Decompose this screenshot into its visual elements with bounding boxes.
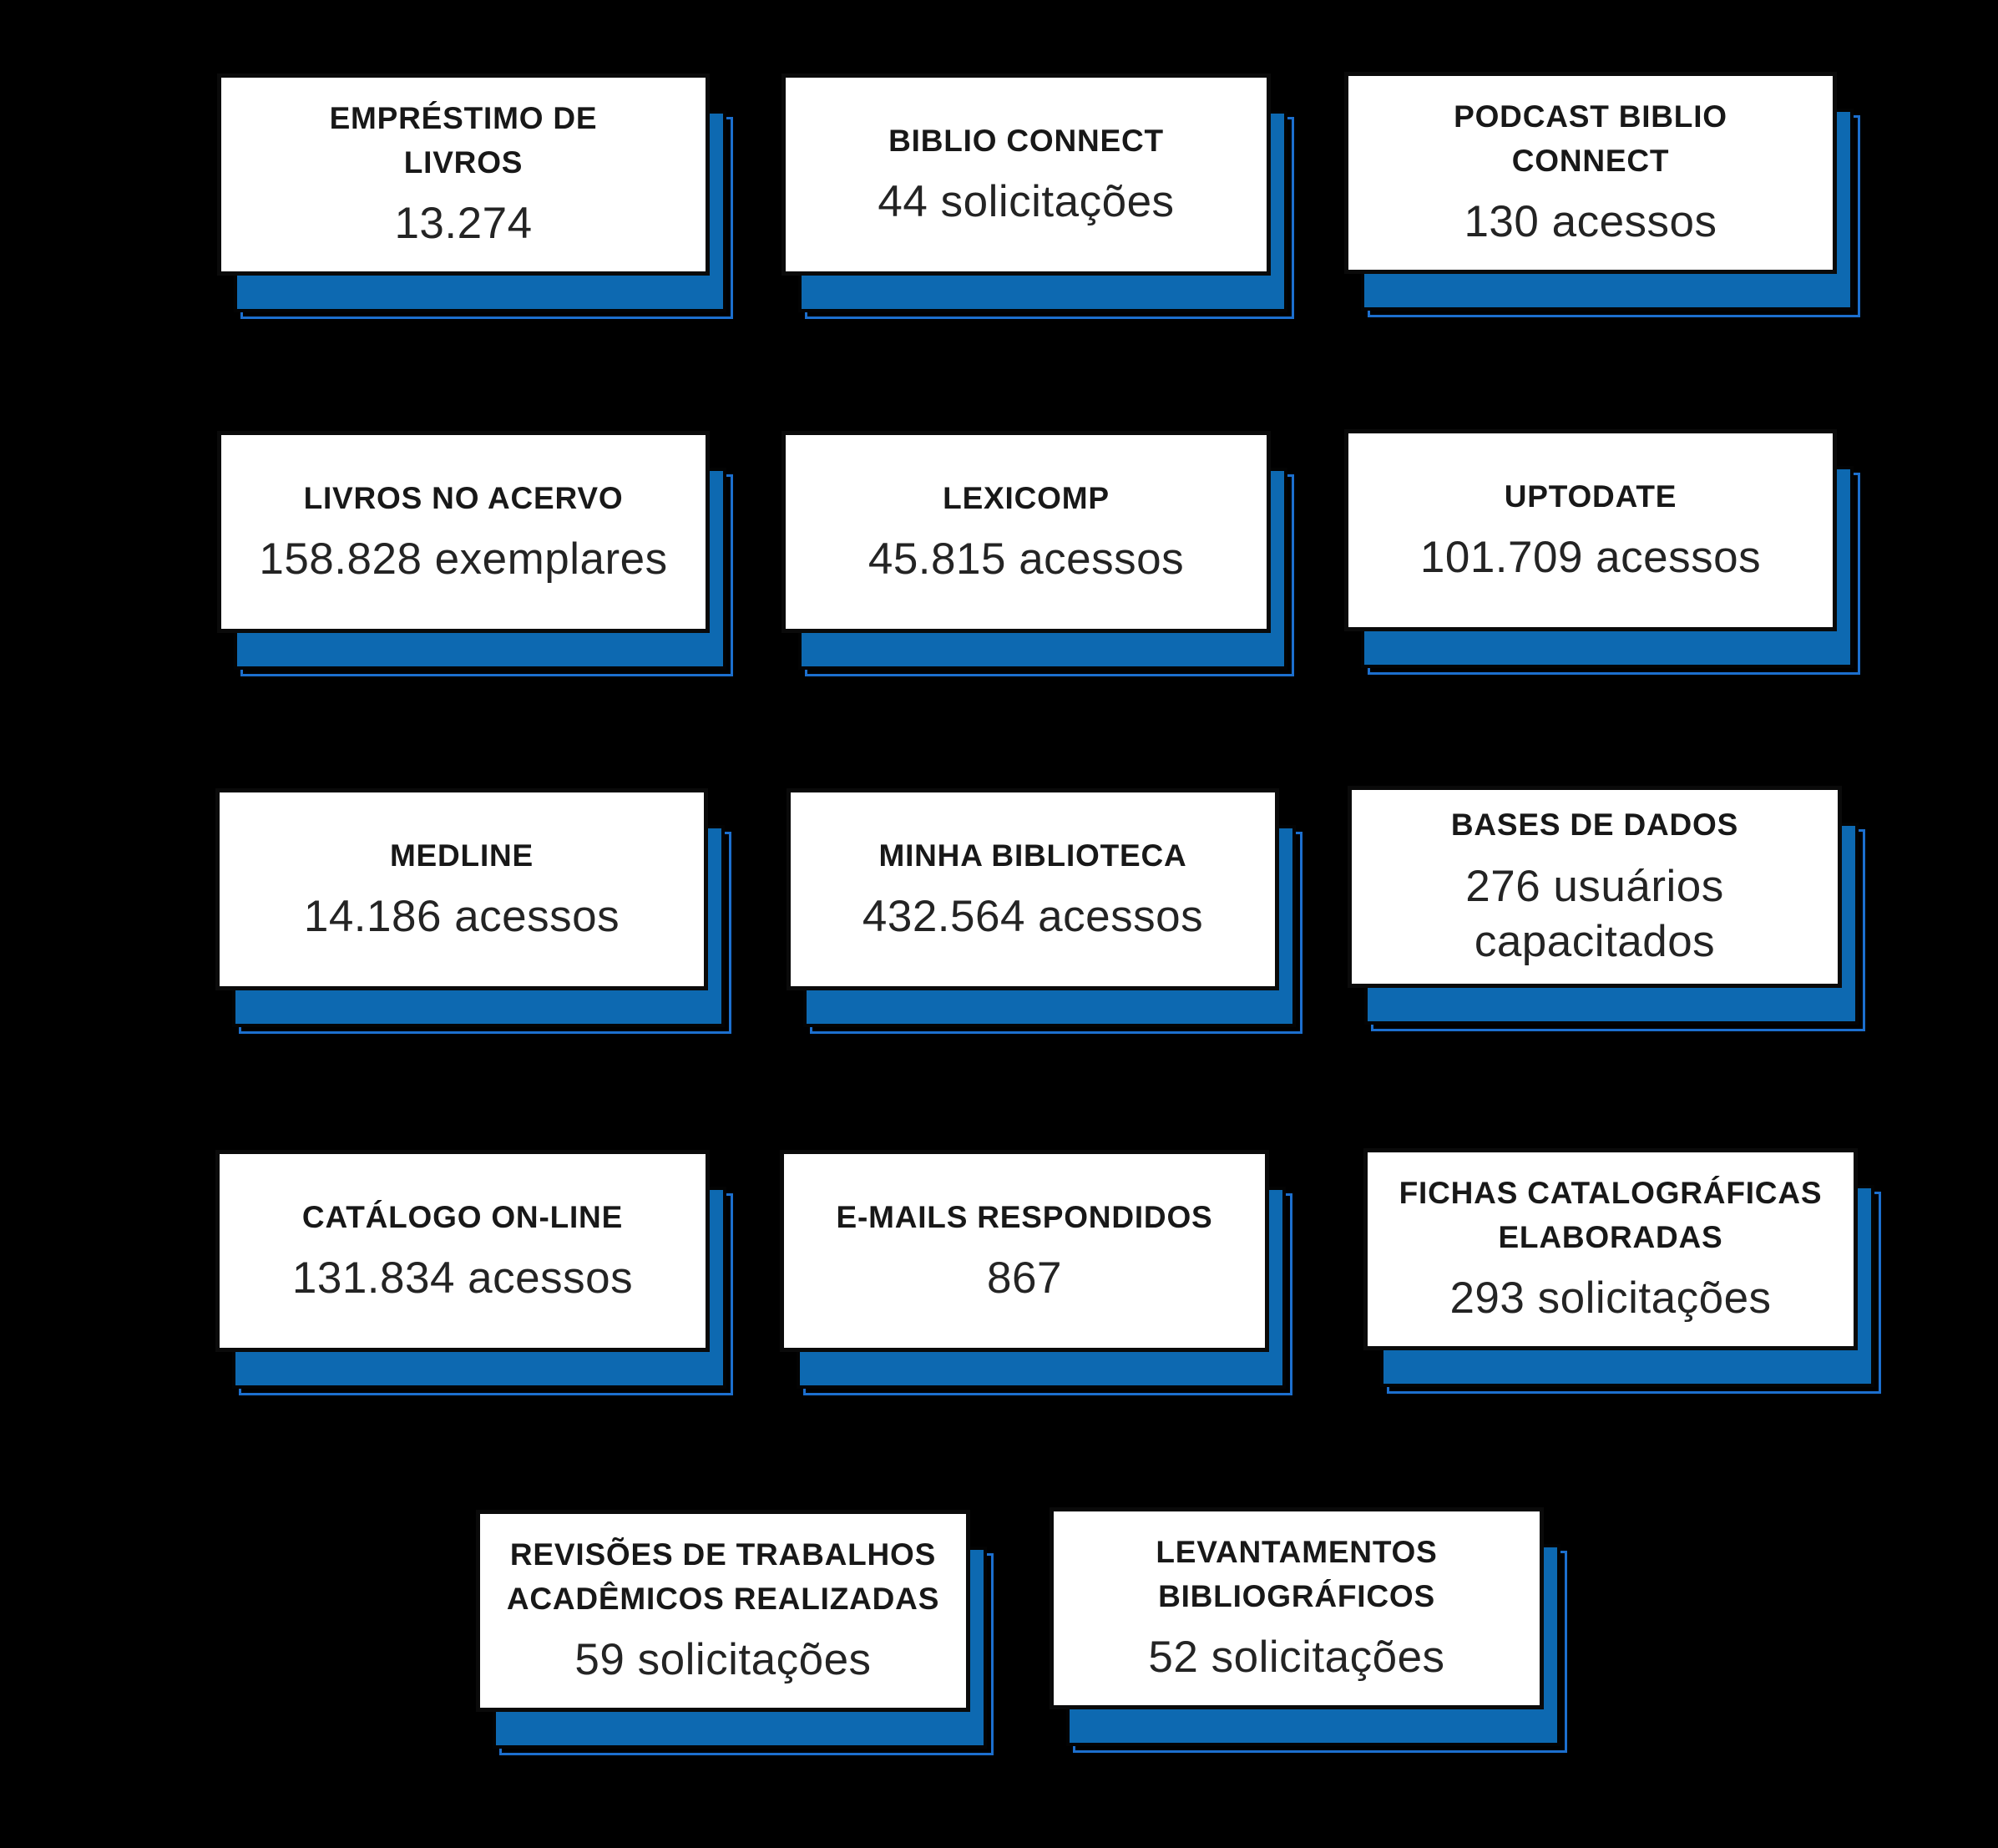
card-catalogo-on-line: CATÁLOGO ON-LINE 131.834 acessos <box>215 1150 733 1395</box>
card-face: CATÁLOGO ON-LINE 131.834 acessos <box>215 1150 710 1352</box>
card-value: 158.828 exemplares <box>259 534 668 585</box>
card-face: EMPRÉSTIMO DE LIVROS 13.274 <box>217 73 710 276</box>
card-title: UPTODATE <box>1504 478 1677 514</box>
card-value: 276 usuários capacitados <box>1465 862 1724 967</box>
card-title: EMPRÉSTIMO DE LIVROS <box>329 101 598 180</box>
card-livros-no-acervo: LIVROS NO ACERVO 158.828 exemplares <box>217 431 733 676</box>
card-value: 101.709 acessos <box>1419 533 1762 583</box>
card-title: LEXICOMP <box>943 480 1110 515</box>
card-title: CATÁLOGO ON-LINE <box>301 1199 624 1234</box>
card-face: LEVANTAMENTOS BIBLIOGRÁFICOS 52 solicita… <box>1050 1507 1544 1709</box>
card-value: 867 <box>987 1253 1062 1304</box>
card-value: 14.186 acessos <box>303 892 620 942</box>
card-title: BASES DE DADOS <box>1450 808 1739 843</box>
card-value: 59 solicitações <box>574 1635 872 1685</box>
card-title: FICHAS CATALOGRÁFICAS ELABORADAS <box>1399 1176 1823 1254</box>
card-bases-de-dados: BASES DE DADOS 276 usuários capacitados <box>1348 786 1865 1031</box>
card-lexicomp: LEXICOMP 45.815 acessos <box>781 431 1294 676</box>
card-podcast-biblio-connect: PODCAST BIBLIO CONNECT 130 acessos <box>1344 72 1860 317</box>
card-value: 45.815 acessos <box>867 534 1185 585</box>
card-minha-biblioteca: MINHA BIBLIOTECA 432.564 acessos <box>787 788 1302 1034</box>
card-value: 131.834 acessos <box>291 1253 634 1304</box>
card-title: REVISÕES DE TRABALHOS ACADÊMICOS REALIZA… <box>506 1537 940 1616</box>
card-face: UPTODATE 101.709 acessos <box>1344 429 1837 631</box>
card-fichas-catalograficas: FICHAS CATALOGRÁFICAS ELABORADAS 293 sol… <box>1363 1148 1881 1394</box>
card-emprestimo-de-livros: EMPRÉSTIMO DE LIVROS 13.274 <box>217 73 733 319</box>
card-title: PODCAST BIBLIO CONNECT <box>1454 99 1727 178</box>
card-title: BIBLIO CONNECT <box>888 123 1164 158</box>
card-title: LEVANTAMENTOS BIBLIOGRÁFICOS <box>1156 1535 1438 1613</box>
card-value: 13.274 <box>394 199 533 249</box>
card-title: MINHA BIBLIOTECA <box>878 838 1187 873</box>
card-face: E-MAILS RESPONDIDOS 867 <box>780 1150 1269 1352</box>
card-face: BIBLIO CONNECT 44 solicitações <box>781 73 1271 276</box>
card-levantamentos-bibliograficos: LEVANTAMENTOS BIBLIOGRÁFICOS 52 solicita… <box>1050 1507 1567 1753</box>
card-value: 293 solicitações <box>1449 1273 1772 1324</box>
card-title: LIVROS NO ACERVO <box>303 480 624 515</box>
card-biblio-connect: BIBLIO CONNECT 44 solicitações <box>781 73 1294 319</box>
card-value: 52 solicitações <box>1148 1633 1445 1683</box>
card-face: MINHA BIBLIOTECA 432.564 acessos <box>787 788 1279 990</box>
card-face: REVISÕES DE TRABALHOS ACADÊMICOS REALIZA… <box>476 1510 970 1712</box>
card-emails-respondidos: E-MAILS RESPONDIDOS 867 <box>780 1150 1292 1395</box>
card-value: 432.564 acessos <box>862 892 1204 942</box>
card-value: 44 solicitações <box>878 177 1175 227</box>
card-uptodate: UPTODATE 101.709 acessos <box>1344 429 1860 675</box>
card-medline: MEDLINE 14.186 acessos <box>215 788 731 1034</box>
card-face: LIVROS NO ACERVO 158.828 exemplares <box>217 431 710 633</box>
card-face: LEXICOMP 45.815 acessos <box>781 431 1271 633</box>
card-face: BASES DE DADOS 276 usuários capacitados <box>1348 786 1842 988</box>
card-title: E-MAILS RESPONDIDOS <box>836 1199 1213 1234</box>
card-face: PODCAST BIBLIO CONNECT 130 acessos <box>1344 72 1837 274</box>
card-revisoes-trabalhos-academicos: REVISÕES DE TRABALHOS ACADÊMICOS REALIZA… <box>476 1510 994 1755</box>
card-title: MEDLINE <box>389 838 534 873</box>
card-value: 130 acessos <box>1464 197 1717 247</box>
card-face: MEDLINE 14.186 acessos <box>215 788 708 990</box>
card-face: FICHAS CATALOGRÁFICAS ELABORADAS 293 sol… <box>1363 1148 1858 1350</box>
